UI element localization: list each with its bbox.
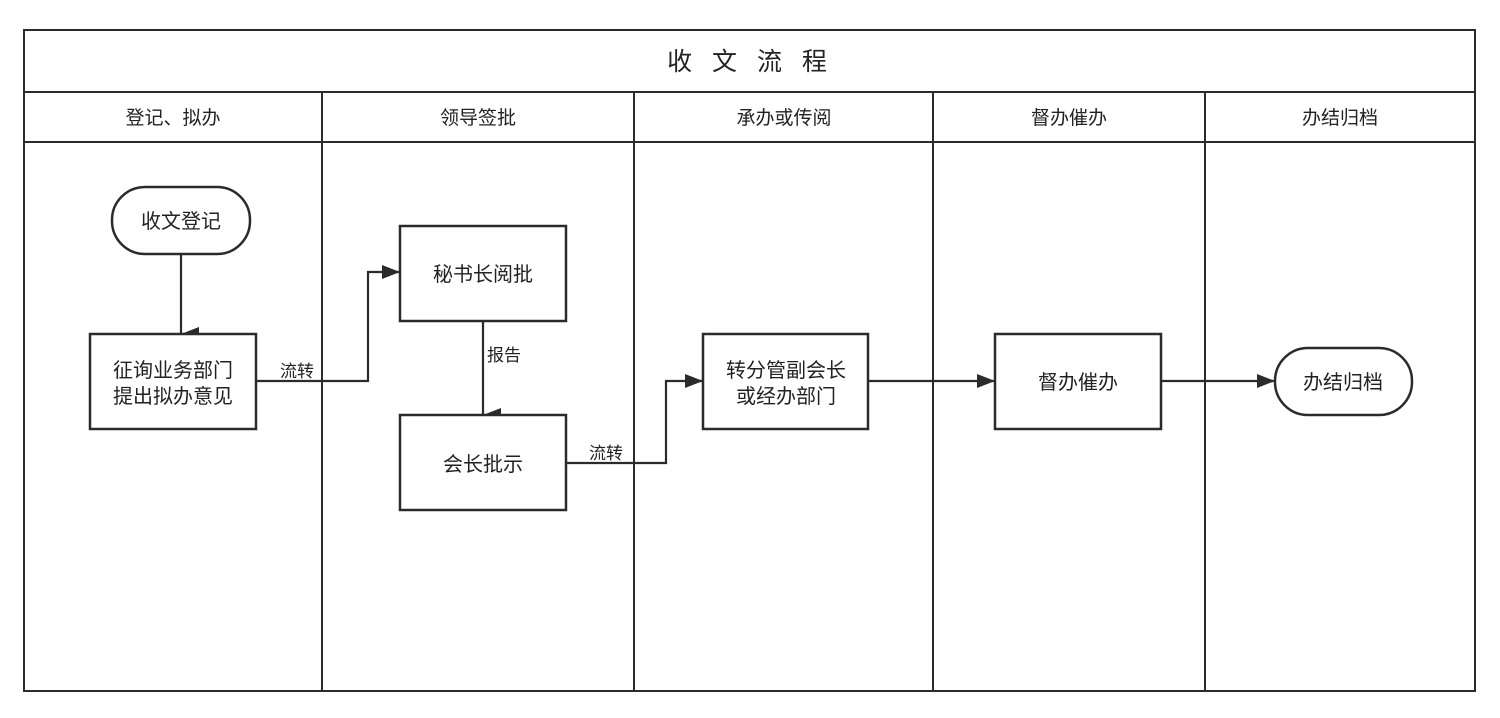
edge-label-president-forward: 流转 — [589, 444, 623, 464]
node-supervise-urge-label: 督办催办 — [1038, 370, 1118, 394]
node-secretary-review: 秘书长阅批 — [398, 224, 568, 323]
node-forward-vice-president-line-1: 转分管副会长 — [726, 358, 846, 382]
diagram-title: 收 文 流 程 — [667, 47, 833, 76]
lane-header-supervise: 督办催办 — [1031, 107, 1107, 129]
node-complete-archive: 办结归档 — [1273, 346, 1414, 417]
edge-label-secretary-president: 报告 — [487, 346, 521, 366]
node-consult-department-line-1: 征询业务部门 — [113, 358, 233, 382]
node-forward-vice-president: 转分管副会长 或经办部门 — [701, 332, 870, 431]
lane-header-register: 登记、拟办 — [125, 107, 220, 129]
node-supervise-urge: 督办催办 — [993, 332, 1163, 431]
node-complete-archive-label: 办结归档 — [1303, 370, 1383, 394]
node-consult-department: 征询业务部门 提出拟办意见 — [88, 332, 258, 431]
node-secretary-review-label: 秘书长阅批 — [433, 262, 533, 286]
edge-president-forward — [566, 374, 703, 465]
lane-header-approval: 领导签批 — [440, 107, 516, 129]
edge-label-consult-secretary: 流转 — [280, 362, 314, 382]
edge-consult-secretary — [256, 265, 400, 383]
lane-header-handle: 承办或传阅 — [736, 107, 831, 129]
node-consult-department-line-2: 提出拟办意见 — [113, 384, 233, 408]
lane-header-archive: 办结归档 — [1302, 107, 1378, 129]
node-president-instruct: 会长批示 — [398, 413, 568, 512]
node-president-instruct-label: 会长批示 — [443, 452, 523, 476]
node-receive-register: 收文登记 — [110, 185, 252, 256]
swimlane-frame — [23, 29, 1476, 692]
node-receive-register-label: 收文登记 — [141, 209, 221, 233]
node-forward-vice-president-line-2: 或经办部门 — [736, 384, 836, 408]
